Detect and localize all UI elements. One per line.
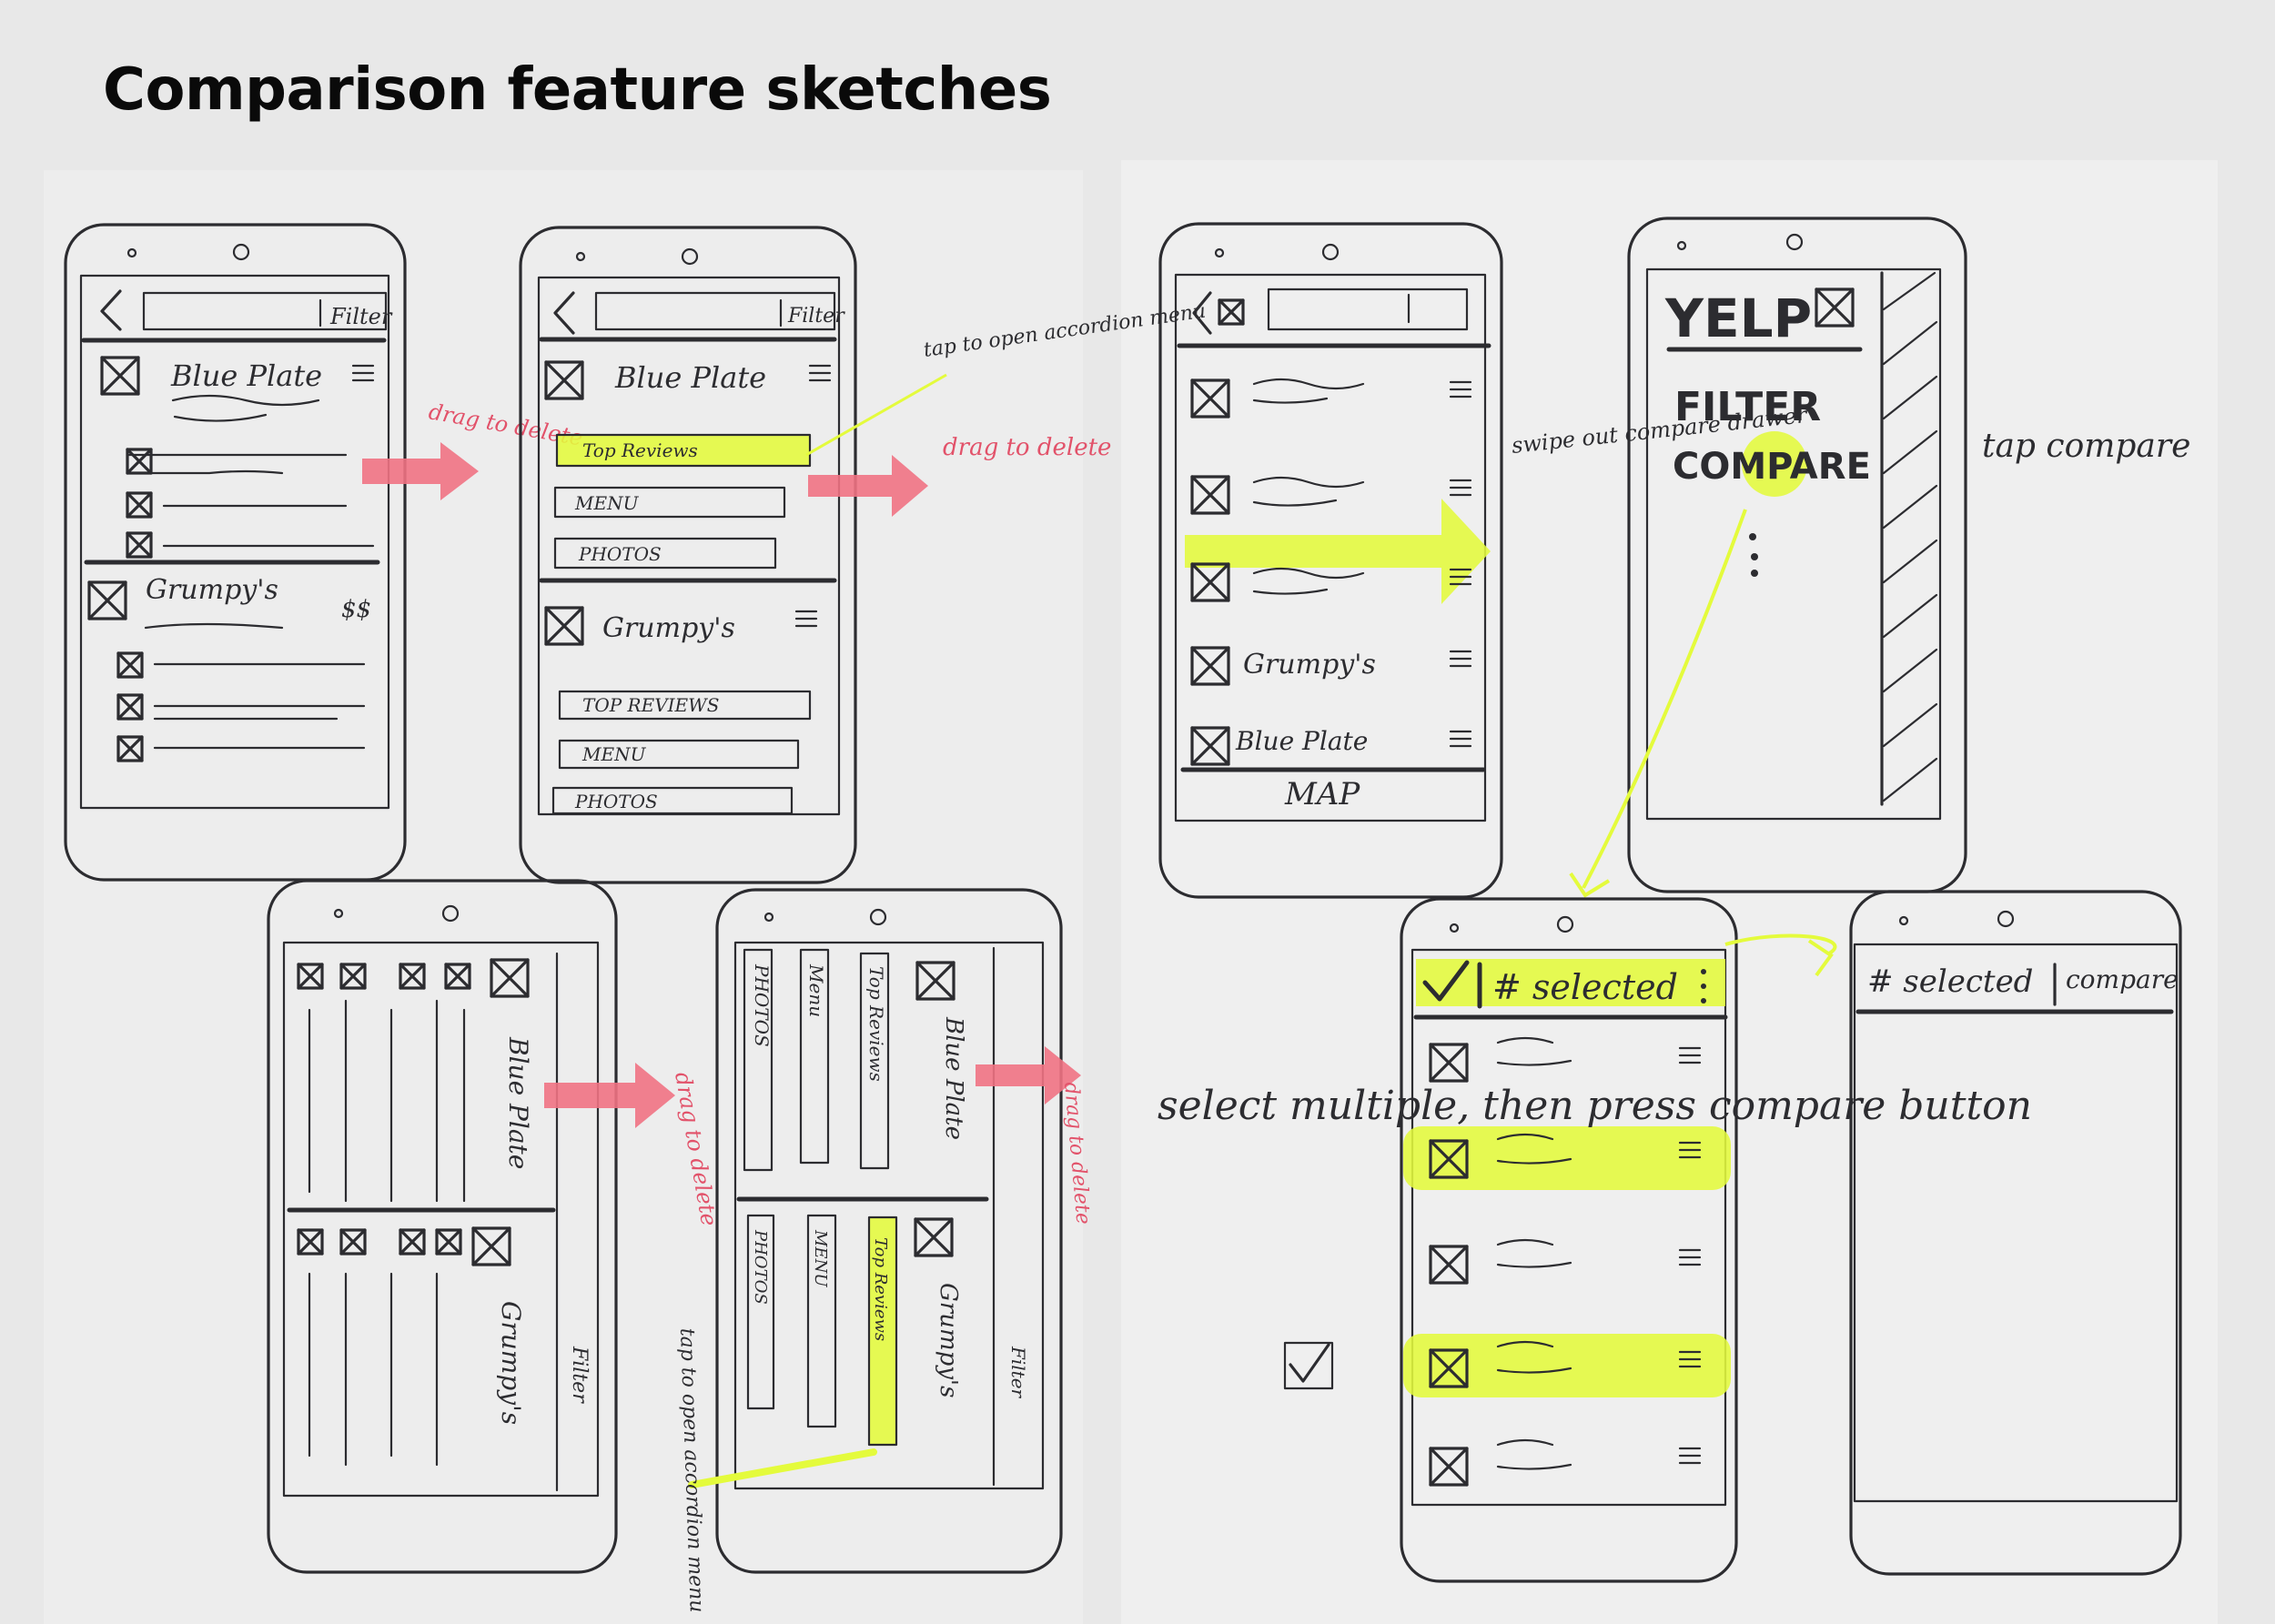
accordion-top-reviews: Top Reviews (865, 966, 887, 1082)
restaurant-name-blue-plate: Blue Plate (1235, 726, 1368, 756)
note-drag-to-delete: drag to delete (670, 1070, 722, 1227)
selected-count-header: # selected (1492, 967, 1678, 1007)
selected-count-header: # selected (1867, 963, 2033, 1000)
drag-arrow (544, 1063, 675, 1128)
filter-label: Filter (568, 1346, 591, 1404)
filter-label: Filter (329, 304, 393, 329)
restaurant-name-blue-plate: Blue Plate (940, 1016, 967, 1140)
phone-sketch-compare-drawer: YELP FILTER COMPARE (1627, 217, 1967, 893)
drag-arrow (362, 442, 479, 500)
phone-sketch-select-multiple: # selected (1400, 897, 1738, 1583)
phone-sketch-rotated-list: Blue Plate Grumpy's Filter (267, 879, 618, 1574)
compare-button-icon (1283, 1341, 1334, 1390)
compare-header-button: compare (2066, 964, 2179, 994)
drawer-filter-item: FILTER (1674, 384, 1821, 430)
accordion-photos: PHOTOS (751, 963, 773, 1047)
note-tap-to-open-accordion: tap to open accordion menu (675, 1327, 708, 1613)
swipe-arrow-highlight (1185, 499, 1491, 604)
phone-sketch-swipe-list: Grumpy's Blue Plate MAP (1158, 222, 1503, 899)
price-label: $$ (341, 596, 371, 623)
restaurant-name-blue-plate: Blue Plate (503, 1036, 533, 1169)
phone-sketch-list: Filter Blue Plate Grumpy's $$ (64, 223, 407, 882)
accordion-photos-2: PHOTOS (574, 791, 658, 812)
note-drag-to-delete: drag to delete (1059, 1081, 1095, 1225)
restaurant-name-grumpys: Grumpy's (602, 612, 735, 644)
filter-label: Filter (1007, 1346, 1029, 1399)
highlight-top-reviews (557, 435, 810, 466)
page-title: Comparison feature sketches (103, 56, 1052, 124)
accordion-menu-2: MENU (581, 743, 647, 765)
restaurant-name-grumpys: Grumpy's (496, 1301, 526, 1425)
restaurant-name-blue-plate: Blue Plate (170, 358, 322, 393)
restaurant-name-grumpys: Grumpy's (1243, 649, 1376, 681)
note-drag-to-delete: drag to delete (943, 434, 1111, 461)
phone-sketch-compare-view: # selected compare (1849, 890, 2182, 1576)
yelp-logo: YELP (1664, 287, 1812, 349)
restaurant-name-blue-plate: Blue Plate (614, 360, 766, 395)
note-select-multiple: select multiple, then press compare butt… (1158, 1083, 2032, 1129)
tap-highlight (1742, 431, 1807, 497)
accordion-menu: Menu (805, 963, 827, 1017)
row-selected-highlight (1403, 1334, 1731, 1397)
accordion-photos-2: PHOTOS (751, 1229, 770, 1305)
phone-sketch-accordion: Filter Blue Plate Top Reviews MENU PHOTO… (519, 226, 857, 884)
accordion-top-reviews: Top Reviews (582, 439, 698, 461)
restaurant-name-grumpys: Grumpy's (935, 1283, 962, 1397)
highlight-top-reviews (869, 1217, 896, 1445)
note-tap-to-open-accordion: tap to open accordion menu (922, 300, 1207, 362)
drag-arrow (808, 455, 928, 517)
row-selected-highlight (1403, 1126, 1731, 1190)
accordion-menu-2: MENU (811, 1229, 830, 1287)
restaurant-name-grumpys: Grumpy's (146, 574, 278, 606)
map-button: MAP (1284, 776, 1360, 812)
drawer-compare-item: COMPARE (1673, 446, 1871, 488)
accordion-top-reviews-2: TOP REVIEWS (582, 694, 719, 716)
accordion-menu: MENU (574, 492, 640, 514)
filter-label: Filter (787, 305, 845, 328)
accordion-photos: PHOTOS (578, 543, 662, 565)
drag-arrow (976, 1046, 1081, 1105)
note-tap-compare: tap compare (1982, 428, 2190, 465)
accordion-top-reviews-2: Top Reviews (871, 1237, 890, 1341)
phone-sketch-rotated-accordion: PHOTOS Menu Top Reviews Blue Plate PHOTO… (715, 888, 1063, 1574)
header-highlight (1416, 959, 1725, 1006)
left-sketch-sheet (44, 170, 1083, 1624)
